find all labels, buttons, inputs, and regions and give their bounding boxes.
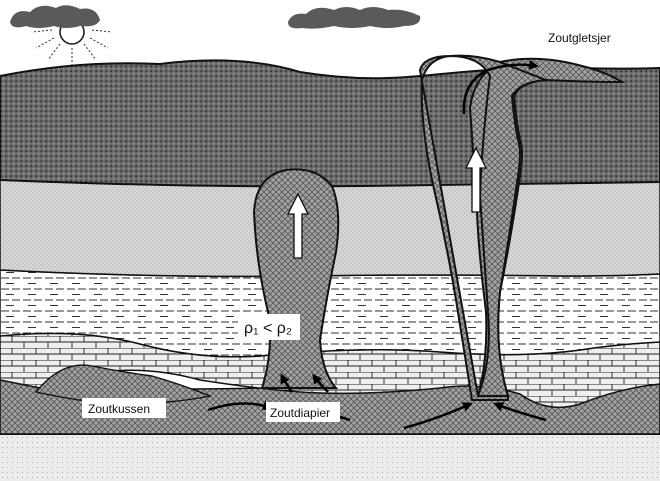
- salt-pillow-label: Zoutkussen: [88, 402, 150, 416]
- salt-diapir-label-box: Zoutdiapier: [266, 402, 340, 422]
- density-label-box: ρ₁ < ρ₂: [238, 314, 300, 340]
- salt-pillow-label-box: Zoutkussen: [82, 398, 166, 418]
- salt-diapir-label: Zoutdiapier: [270, 406, 330, 420]
- density-relation-label: ρ₁ < ρ₂: [244, 320, 292, 337]
- basement-layer: [0, 434, 660, 481]
- salt-glacier-label: Zoutgletsjer: [548, 31, 611, 45]
